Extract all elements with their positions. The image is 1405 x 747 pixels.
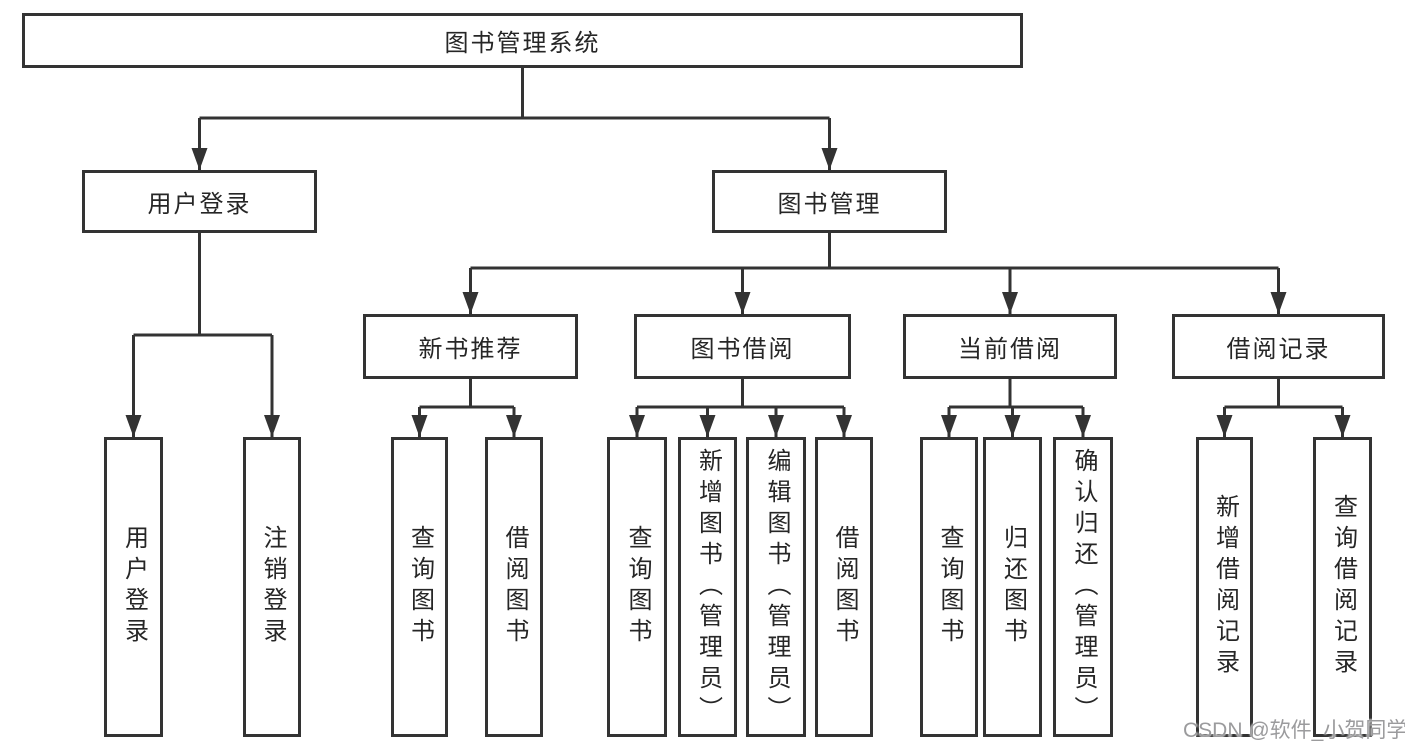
leaf-query-books-current: 查询图书 [920,437,978,737]
leaf-add-books-admin-label: 新增图书（管理员） [694,447,722,727]
connector-book-mgmt-to-level3 [462,233,1287,314]
leaf-borrow-books-label: 借阅图书 [831,525,858,649]
node-new-book-recommend-label: 新书推荐 [418,336,523,363]
node-root-label: 图书管理系统 [444,30,601,57]
connector-current-borrow-children [941,379,1091,437]
leaf-edit-books-admin-label: 编辑图书（管理员） [763,447,790,727]
node-book-borrow-label: 图书借阅 [690,336,795,363]
node-current-borrow: 当前借阅 [903,314,1117,379]
connector-user-login-children [125,233,280,437]
leaf-borrow-books: 借阅图书 [815,437,873,737]
leaf-return-books: 归还图书 [983,437,1042,737]
node-borrow-record-label: 借阅记录 [1226,336,1331,363]
node-root-system: 图书管理系统 [22,13,1023,68]
node-book-management: 图书管理 [712,170,947,233]
node-borrow-record: 借阅记录 [1172,314,1385,379]
leaf-add-borrow-record: 新增借阅记录 [1196,437,1253,737]
node-user-login-label: 用户登录 [147,191,252,218]
node-current-borrow-label: 当前借阅 [958,336,1062,363]
leaf-add-borrow-record-label: 新增借阅记录 [1211,494,1239,680]
leaf-edit-books-admin: 编辑图书（管理员） [746,437,806,737]
leaf-user-login-label: 用户登录 [120,525,148,649]
leaf-return-books-label: 归还图书 [999,525,1027,649]
connector-new-book-children [411,379,522,437]
leaf-user-login: 用户登录 [104,437,163,737]
leaf-logout-label: 注销登录 [259,525,286,649]
leaf-query-books-borrow-label: 查询图书 [624,525,651,649]
node-user-login: 用户登录 [82,170,317,233]
leaf-query-books-recommend-label: 查询图书 [406,525,434,649]
leaf-query-books-recommend: 查询图书 [391,437,448,737]
csdn-watermark: CSDN @软件_小贺同学 [1183,719,1405,742]
leaf-query-borrow-record-label: 查询借阅记录 [1329,494,1357,680]
leaf-add-books-admin: 新增图书（管理员） [678,437,737,737]
node-book-borrow: 图书借阅 [634,314,851,379]
leaf-borrow-books-recommend-label: 借阅图书 [501,525,528,649]
leaf-confirm-return-admin: 确认归还（管理员） [1053,437,1113,737]
leaf-borrow-books-recommend: 借阅图书 [485,437,543,737]
node-new-book-recommend: 新书推荐 [363,314,578,379]
leaf-confirm-return-admin-label: 确认归还（管理员） [1070,447,1097,727]
leaf-query-books-borrow: 查询图书 [607,437,667,737]
leaf-query-books-current-label: 查询图书 [936,525,963,649]
leaf-query-borrow-record: 查询借阅记录 [1313,437,1372,737]
leaf-logout: 注销登录 [243,437,301,737]
connector-book-borrow-children [629,379,852,437]
connector-borrow-record-children [1216,379,1351,437]
node-book-management-label: 图书管理 [777,191,882,218]
connector-root-to-level2 [191,68,838,170]
